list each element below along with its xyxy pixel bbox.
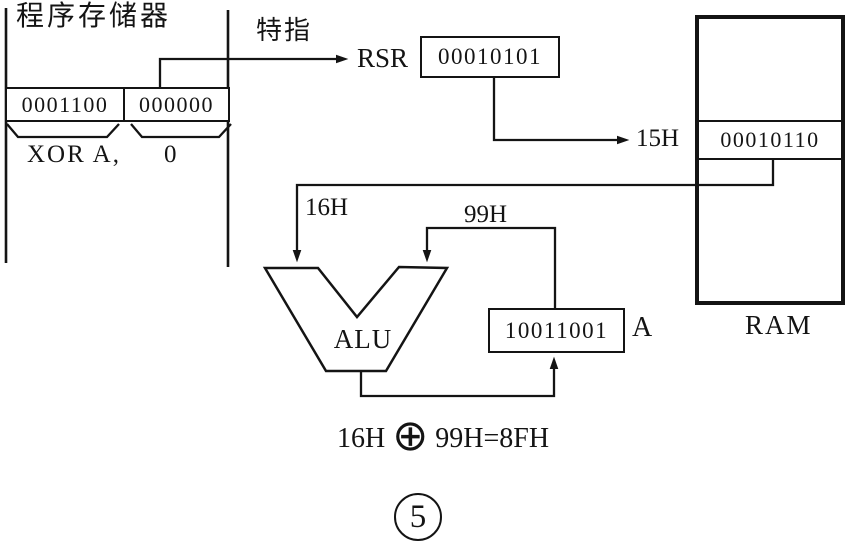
formula-lhs: 16H	[337, 422, 386, 454]
alu-left-input-label: 16H	[305, 194, 349, 221]
operand-cell: 000000	[139, 91, 214, 117]
formula-rhs: 99H=8FH	[435, 422, 550, 454]
opcode-cell: 0001100	[7, 89, 125, 120]
mnemonic-label: XOR A,	[27, 141, 121, 168]
accumulator-value: 10011001	[504, 317, 609, 343]
ram-label: RAM	[745, 310, 813, 340]
alu-output-wire-arrow	[359, 356, 559, 398]
rsr-address-wire-arrow	[492, 78, 630, 145]
fetch-label: 特指	[256, 16, 313, 45]
rsr-box: 00010101	[420, 36, 560, 78]
ram-cell: 00010110	[699, 120, 841, 160]
rsr-label: RSR	[357, 43, 409, 73]
ram-to-alu-wire-arrow	[292, 160, 775, 263]
program-memory-title: 程序存储器	[16, 1, 172, 32]
address-label: 15H	[636, 125, 680, 152]
alu-shape	[262, 265, 450, 373]
fetch-wire-arrow	[158, 54, 349, 88]
xor-operator-icon: ⊕	[392, 411, 429, 461]
alu-right-input-label: 99H	[464, 201, 508, 228]
underbrace-opcode	[6, 123, 120, 139]
alu-label: ALU	[333, 324, 393, 354]
operand-digit-label: 0	[164, 141, 177, 168]
accumulator-to-alu-wire-arrow	[422, 226, 557, 308]
xor-formula: 16H ⊕ 99H=8FH	[337, 411, 550, 461]
underbrace-operand	[130, 123, 232, 139]
figure-number-badge: 5	[394, 493, 442, 541]
accumulator-box: 10011001	[488, 308, 625, 353]
instruction-word-row: 0001100 000000	[5, 87, 230, 122]
accumulator-label: A	[632, 312, 653, 343]
ram-cell-value: 00010110	[720, 127, 820, 152]
ram-box	[695, 15, 845, 305]
rsr-value: 00010101	[438, 44, 542, 69]
figure-number: 5	[409, 498, 427, 535]
